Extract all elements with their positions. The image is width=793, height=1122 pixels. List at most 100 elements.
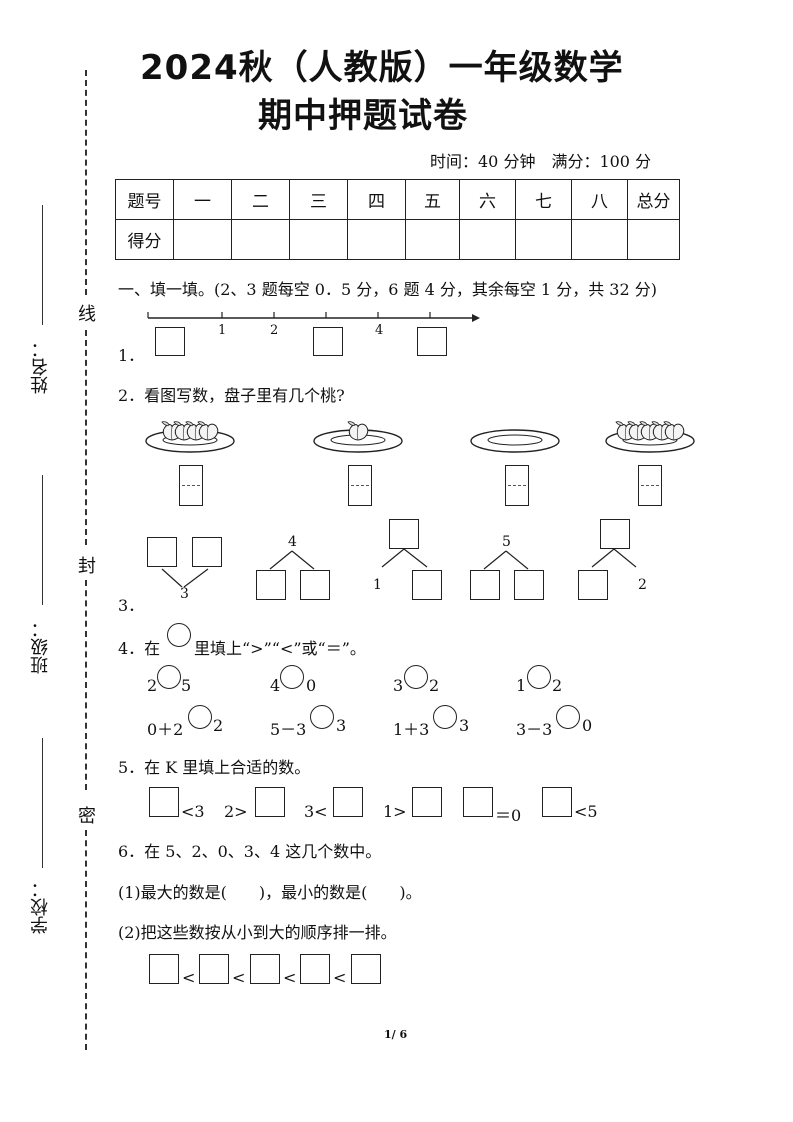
compare-circle[interactable] bbox=[188, 705, 212, 729]
write-number-box[interactable] bbox=[348, 465, 372, 506]
answer-box[interactable] bbox=[250, 954, 280, 984]
answer-box[interactable] bbox=[300, 954, 330, 984]
table-cell: 二 bbox=[231, 179, 290, 220]
number-bonds-figure bbox=[161, 548, 637, 588]
answer-box[interactable] bbox=[412, 787, 442, 817]
compare-circle[interactable] bbox=[404, 665, 428, 689]
q5-item: 3< bbox=[304, 802, 328, 821]
answer-box[interactable] bbox=[255, 787, 285, 817]
answer-box[interactable] bbox=[155, 327, 185, 356]
answer-box[interactable] bbox=[417, 327, 447, 356]
compare-circle[interactable] bbox=[157, 665, 181, 689]
write-number-box[interactable] bbox=[505, 465, 529, 506]
score-table-score-row: 得分 bbox=[115, 219, 680, 260]
name-blank-line bbox=[42, 205, 43, 325]
seal-char-mi: 密 bbox=[78, 806, 96, 827]
q5-prompt: 5．在 K 里填上合适的数。 bbox=[118, 758, 311, 777]
compare-circle[interactable] bbox=[556, 705, 580, 729]
circle-symbol bbox=[167, 623, 191, 647]
q6-sub-1: (1)最大的数是( )，最小的数是( )。 bbox=[118, 883, 422, 902]
answer-box[interactable] bbox=[313, 327, 343, 356]
seal-char-xian: 线 bbox=[78, 304, 96, 325]
answer-box[interactable] bbox=[463, 787, 493, 817]
less-than-sign: < bbox=[232, 968, 246, 987]
compare-left: 3 bbox=[393, 676, 404, 695]
table-cell: 六 bbox=[459, 179, 516, 220]
tick-label: 4 bbox=[375, 323, 384, 338]
compare-left: 3－3 bbox=[516, 720, 553, 739]
answer-box[interactable] bbox=[192, 537, 222, 567]
answer-box[interactable] bbox=[199, 954, 229, 984]
q5-item: <3 bbox=[181, 802, 205, 821]
seal-char-feng: 封 bbox=[78, 556, 96, 577]
exam-meta: 时间：40 分钟 满分：100 分 bbox=[430, 152, 652, 171]
score-input-cell[interactable] bbox=[231, 219, 290, 260]
seal-dashed-line bbox=[85, 830, 87, 1050]
q3-number: 3． bbox=[118, 596, 145, 615]
compare-circle[interactable] bbox=[527, 665, 551, 689]
table-cell: 一 bbox=[173, 179, 232, 220]
answer-box[interactable] bbox=[514, 570, 544, 600]
q4-prompt-start: 4．在 bbox=[118, 639, 161, 658]
answer-box[interactable] bbox=[542, 787, 572, 817]
compare-right: 3 bbox=[336, 716, 347, 735]
title-line-1: 2024秋（人教版）一年级数学 bbox=[140, 48, 624, 88]
table-cell: 得分 bbox=[115, 219, 174, 260]
answer-box[interactable] bbox=[149, 954, 179, 984]
answer-box[interactable] bbox=[351, 954, 381, 984]
answer-box[interactable] bbox=[389, 519, 419, 549]
school-label: 学校： bbox=[30, 880, 51, 934]
table-cell: 七 bbox=[515, 179, 572, 220]
table-cell: 题号 bbox=[115, 179, 174, 220]
table-cell: 四 bbox=[347, 179, 406, 220]
number-line bbox=[147, 312, 480, 322]
score-input-cell[interactable] bbox=[627, 219, 680, 260]
compare-right: 2 bbox=[213, 716, 224, 735]
write-number-box[interactable] bbox=[179, 465, 203, 506]
q4-prompt-end: 里填上“>”“<”或“＝”。 bbox=[194, 639, 366, 658]
name-label: 姓名： bbox=[30, 340, 51, 394]
table-cell: 三 bbox=[289, 179, 348, 220]
title-line-2: 期中押题试卷 bbox=[258, 96, 468, 136]
answer-box[interactable] bbox=[470, 570, 500, 600]
bond-label: 2 bbox=[638, 577, 647, 593]
score-input-cell[interactable] bbox=[347, 219, 406, 260]
class-label: 班级： bbox=[30, 620, 51, 674]
page-number: 1/ 6 bbox=[384, 1028, 408, 1041]
q6-sub-2: (2)把这些数按从小到大的顺序排一排。 bbox=[118, 923, 397, 942]
seal-dashed-line bbox=[85, 330, 87, 545]
less-than-sign: < bbox=[333, 968, 347, 987]
answer-box[interactable] bbox=[578, 570, 608, 600]
compare-left: 0＋2 bbox=[147, 720, 184, 739]
compare-left: 5－3 bbox=[270, 720, 307, 739]
score-input-cell[interactable] bbox=[289, 219, 348, 260]
answer-box[interactable] bbox=[412, 570, 442, 600]
score-input-cell[interactable] bbox=[515, 219, 572, 260]
score-input-cell[interactable] bbox=[571, 219, 628, 260]
less-than-sign: < bbox=[283, 968, 297, 987]
score-input-cell[interactable] bbox=[173, 219, 232, 260]
compare-circle[interactable] bbox=[310, 705, 334, 729]
write-number-box[interactable] bbox=[638, 465, 662, 506]
answer-box[interactable] bbox=[333, 787, 363, 817]
score-input-cell[interactable] bbox=[405, 219, 460, 260]
score-input-cell[interactable] bbox=[459, 219, 516, 260]
answer-box[interactable] bbox=[147, 537, 177, 567]
compare-circle[interactable] bbox=[280, 665, 304, 689]
answer-box[interactable] bbox=[256, 570, 286, 600]
q6-prompt: 6．在 5、2、0、3、4 这几个数中。 bbox=[118, 842, 382, 861]
compare-right: 5 bbox=[181, 676, 192, 695]
compare-circle[interactable] bbox=[433, 705, 457, 729]
section-1-heading: 一、填一填。(2、3 题每空 0．5 分，6 题 4 分，其余每空 1 分，共 … bbox=[118, 280, 657, 299]
answer-box[interactable] bbox=[300, 570, 330, 600]
class-blank-line bbox=[42, 475, 43, 605]
q5-item: 2> bbox=[224, 802, 248, 821]
seal-dashed-line bbox=[85, 70, 87, 295]
less-than-sign: < bbox=[182, 968, 196, 987]
answer-box[interactable] bbox=[600, 519, 630, 549]
bond-label: 1 bbox=[373, 577, 382, 593]
bond-label: 4 bbox=[288, 534, 297, 550]
compare-right: 3 bbox=[459, 716, 470, 735]
answer-box[interactable] bbox=[149, 787, 179, 817]
bond-label: 5 bbox=[502, 534, 511, 550]
